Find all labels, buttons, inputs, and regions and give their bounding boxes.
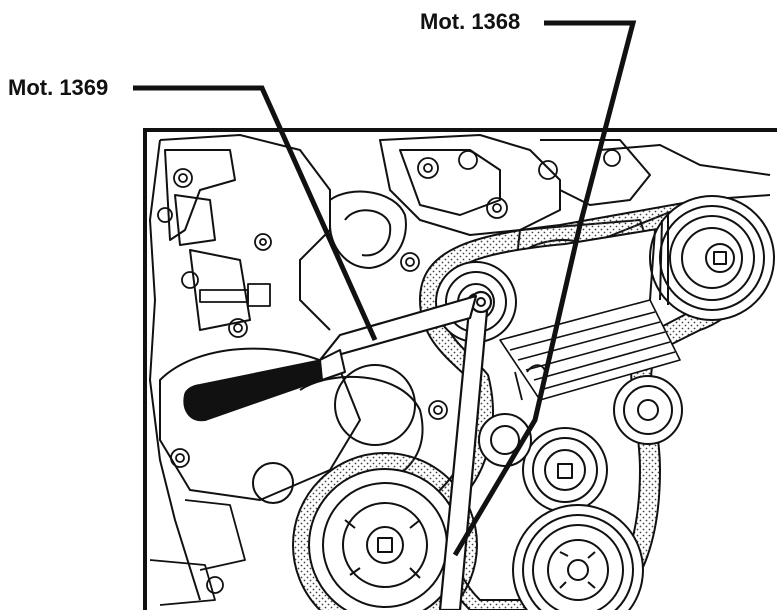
idler-pulley — [613, 375, 683, 445]
water-pump-pulley — [522, 427, 608, 513]
power-steering-pulley — [649, 195, 775, 321]
figure-frame — [143, 128, 777, 610]
lower-left-casting — [149, 499, 246, 606]
leader-mot-1369 — [133, 85, 378, 342]
crankshaft-pulley — [292, 452, 478, 610]
ac-compressor-pulley — [512, 504, 644, 610]
callout-mot-1368: Mot. 1368 — [420, 9, 521, 34]
leader-mot-1368 — [452, 20, 637, 557]
timing-cover — [252, 364, 416, 504]
wrench-handle-tool — [183, 294, 478, 422]
leader-lines — [133, 20, 637, 557]
long-bolt — [199, 283, 271, 307]
callout-mot-1369: Mot. 1369 — [8, 75, 109, 100]
